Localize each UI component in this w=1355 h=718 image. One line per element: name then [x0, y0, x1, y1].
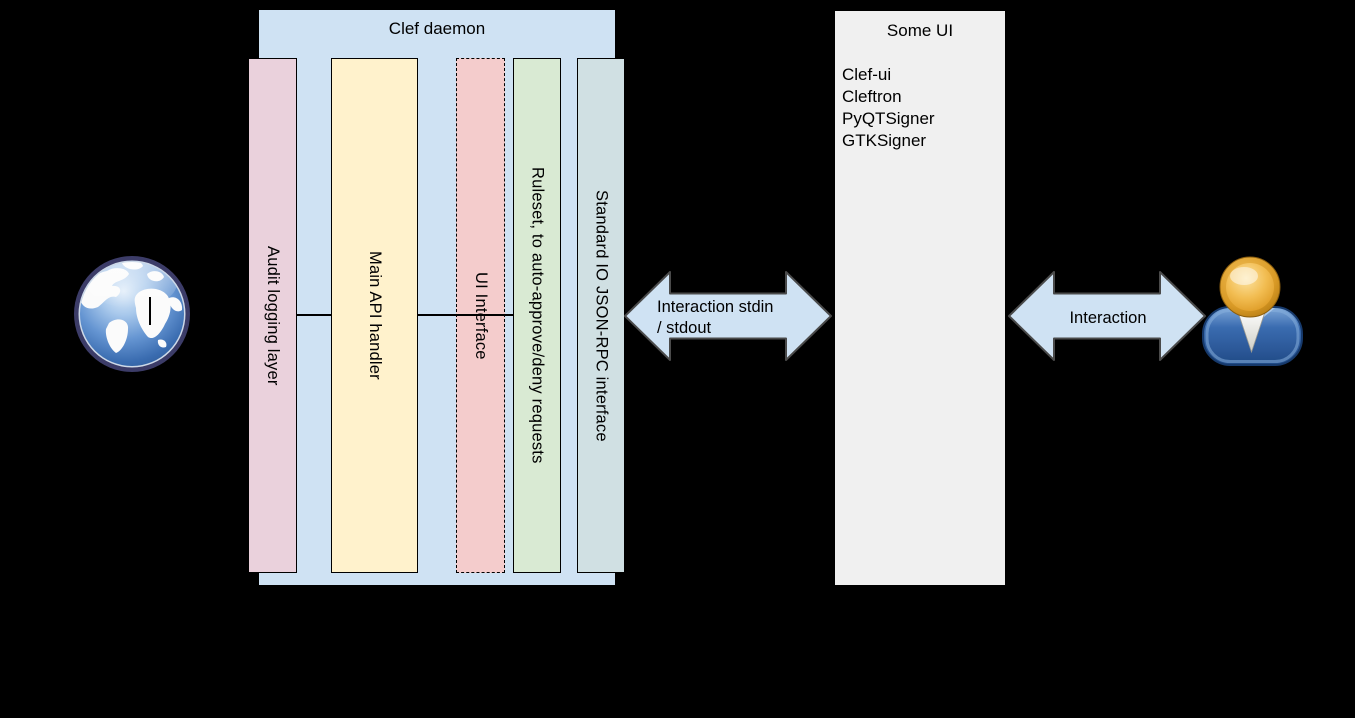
bar-main-api-handler: Main API handler	[331, 58, 418, 573]
bar-audit-label: Audit logging layer	[264, 245, 282, 386]
clef-daemon-title: Clef daemon	[388, 19, 486, 38]
some-ui-item-gtksigner: GTKSigner	[842, 131, 927, 150]
bar-audit-logging-layer: Audit logging layer	[248, 58, 297, 573]
globe-icon	[74, 256, 190, 372]
arrow-label-line1: Interaction stdin	[657, 298, 774, 316]
some-ui-item-clef-ui: Clef-ui	[842, 65, 892, 84]
some-ui-item-pyqtsigner: PyQTSigner	[842, 109, 935, 128]
some-ui-box	[833, 9, 1007, 587]
connector-api-to-ruleset	[417, 314, 513, 316]
stdin-stdout-arrow	[624, 271, 832, 361]
bar-ruleset: Ruleset, to auto-approve/deny requests	[513, 58, 561, 573]
interaction-arrow-label: Interaction	[1069, 309, 1147, 327]
arrow-label-line2: / stdout	[657, 319, 712, 337]
bar-ruleset-label: Ruleset, to auto-approve/deny requests	[528, 167, 547, 464]
some-ui-title: Some UI	[886, 21, 954, 40]
connector-audit-to-api	[297, 314, 331, 316]
bar-api-label: Main API handler	[366, 251, 384, 380]
connector-stub-globe	[149, 297, 151, 325]
interaction-arrow	[1008, 271, 1206, 361]
bar-stdio-jsonrpc: Standard IO JSON-RPC interface	[577, 58, 625, 573]
bar-stdio-label: Standard IO JSON-RPC interface	[592, 189, 611, 442]
person-icon	[1202, 256, 1303, 366]
some-ui-item-cleftron: Cleftron	[842, 87, 902, 106]
stdin-stdout-arrow-label: Interaction stdin / stdout	[657, 297, 807, 339]
clef-daemon-box	[257, 8, 617, 587]
